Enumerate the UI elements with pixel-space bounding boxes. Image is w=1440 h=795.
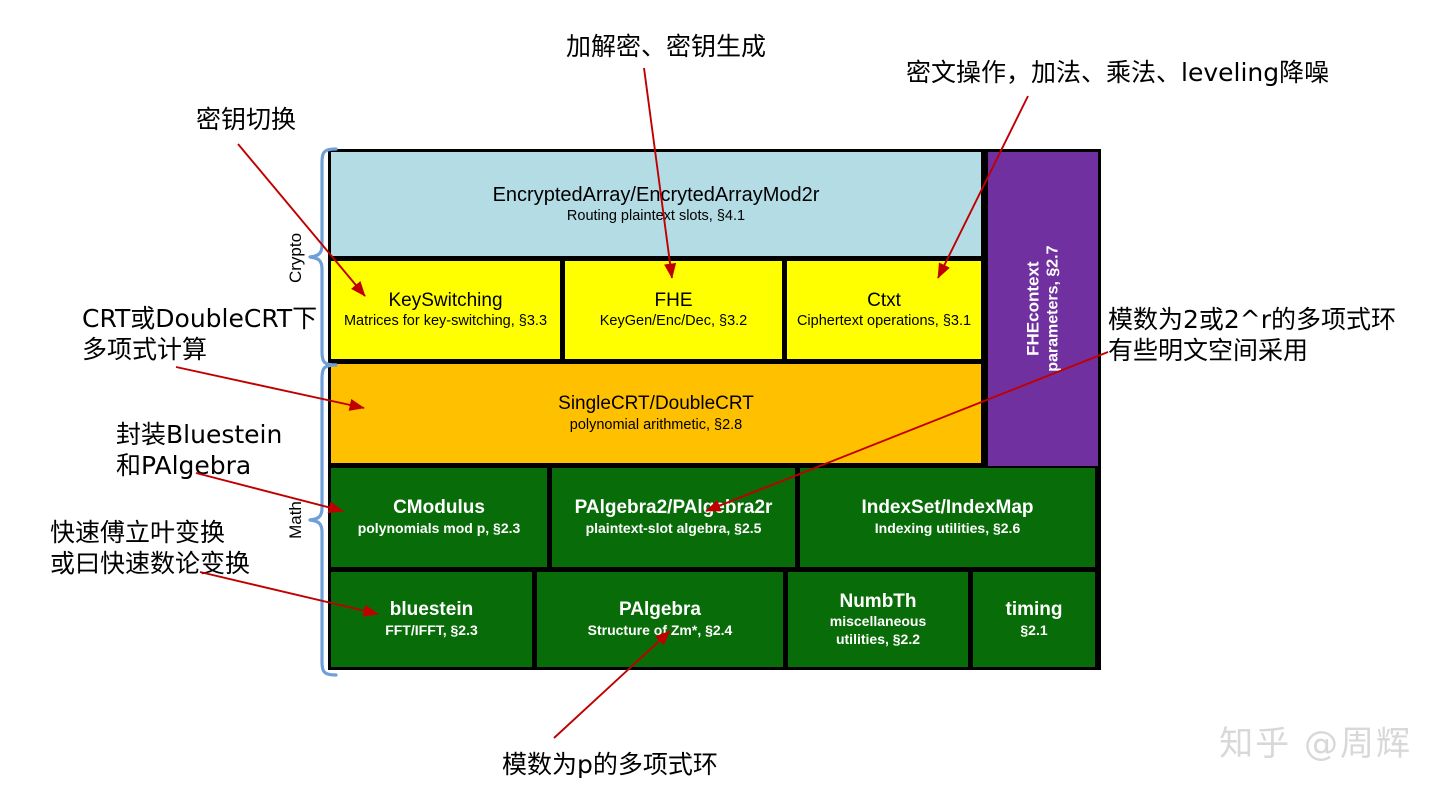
fhecontext-subtitle: parameters, §2.7: [1044, 245, 1062, 373]
box-subtitle: miscellaneous utilities, §2.2: [829, 613, 927, 647]
fhecontext-vertical-text: FHEcontext parameters, §2.7: [1022, 246, 1063, 372]
anno-key-switching: 密钥切换: [196, 105, 297, 134]
box-title: CModulus: [393, 497, 485, 519]
box-timing[interactable]: timing §2.1: [973, 572, 1095, 667]
box-subtitle: Ciphertext operations, §3.1: [796, 313, 972, 330]
stack-left-column: EncryptedArray/EncrytedArrayMod2r Routin…: [328, 149, 1095, 670]
box-subtitle: polynomial arithmetic, §2.8: [569, 416, 743, 433]
brace-math-label: Math: [286, 501, 305, 539]
box-title: PAlgebra2/PAlgebra2r: [574, 497, 773, 519]
box-palgebra2[interactable]: PAlgebra2/PAlgebra2r plaintext-slot alge…: [552, 468, 795, 567]
box-key-switching[interactable]: KeySwitching Matrices for key-switching,…: [331, 261, 560, 359]
box-palgebra[interactable]: PAlgebra Structure of Zm*, §2.4: [537, 572, 783, 667]
row-encrypted-array: EncryptedArray/EncrytedArrayMod2r Routin…: [328, 152, 984, 256]
box-single-double-crt[interactable]: SingleCRT/DoubleCRT polynomial arithmeti…: [331, 364, 981, 463]
box-subtitle: Indexing utilities, §2.6: [874, 520, 1021, 537]
box-fhecontext[interactable]: FHEcontext parameters, §2.7: [988, 152, 1098, 466]
box-ctxt[interactable]: Ctxt Ciphertext operations, §3.1: [787, 261, 981, 359]
box-title: timing: [1005, 599, 1063, 621]
box-subtitle: Routing plaintext slots, §4.1: [566, 207, 746, 224]
row-crypto: KeySwitching Matrices for key-switching,…: [328, 261, 984, 359]
box-subtitle: Matrices for key-switching, §3.3: [343, 313, 548, 330]
row-math-lower: bluestein FFT/IFFT, §2.3 PAlgebra Struct…: [328, 572, 1098, 667]
watermark: 知乎 @周辉: [1219, 724, 1412, 764]
anno-fft: 快速傅立叶变换 或曰快速数论变换: [50, 518, 251, 578]
anno-crt-poly: CRT或DoubleCRT下 多项式计算: [82, 304, 318, 364]
box-numbth[interactable]: NumbTh miscellaneous utilities, §2.2: [788, 572, 968, 667]
box-indexset-indexmap[interactable]: IndexSet/IndexMap Indexing utilities, §2…: [800, 468, 1095, 567]
box-title: PAlgebra: [618, 599, 701, 621]
fhecontext-title: FHEcontext: [1023, 261, 1043, 357]
box-fhe[interactable]: FHE KeyGen/Enc/Dec, §3.2: [565, 261, 782, 359]
box-title: EncryptedArray/EncrytedArrayMod2r: [492, 183, 820, 206]
box-title: NumbTh: [839, 590, 917, 612]
box-subtitle: §2.1: [1020, 622, 1048, 639]
row-crt: SingleCRT/DoubleCRT polynomial arithmeti…: [328, 364, 984, 463]
box-bluestein[interactable]: bluestein FFT/IFFT, §2.3: [331, 572, 532, 667]
box-subtitle: plaintext-slot algebra, §2.5: [585, 520, 762, 537]
anno-mod2r-ring: 模数为2或2^r的多项式环 有些明文空间采用: [1108, 305, 1397, 365]
box-title: SingleCRT/DoubleCRT: [558, 393, 754, 415]
anno-enc-dec-keygen: 加解密、密钥生成: [566, 32, 767, 61]
box-title: KeySwitching: [388, 289, 503, 311]
box-subtitle: FFT/IFFT, §2.3: [385, 622, 478, 639]
box-title: IndexSet/IndexMap: [861, 497, 1034, 519]
box-title: bluestein: [389, 599, 474, 621]
box-title: FHE: [654, 289, 693, 311]
box-cmodulus[interactable]: CModulus polynomials mod p, §2.3: [331, 468, 547, 567]
box-subtitle: KeyGen/Enc/Dec, §3.2: [599, 313, 748, 330]
box-subtitle: polynomials mod p, §2.3: [357, 520, 521, 537]
anno-wrap-bluestein: 封装Bluestein 和PAlgebra: [116, 420, 283, 480]
anno-modp-ring: 模数为p的多项式环: [502, 750, 718, 779]
architecture-stack: EncryptedArray/EncrytedArrayMod2r Routin…: [328, 149, 1101, 670]
box-title: Ctxt: [867, 289, 901, 311]
anno-ctxt-ops: 密文操作，加法、乘法、leveling降噪: [906, 58, 1330, 87]
box-encrypted-array[interactable]: EncryptedArray/EncrytedArrayMod2r Routin…: [331, 152, 981, 256]
box-subtitle: Structure of Zm*, §2.4: [587, 622, 733, 639]
row-math-upper: CModulus polynomials mod p, §2.3 PAlgebr…: [328, 468, 1098, 567]
